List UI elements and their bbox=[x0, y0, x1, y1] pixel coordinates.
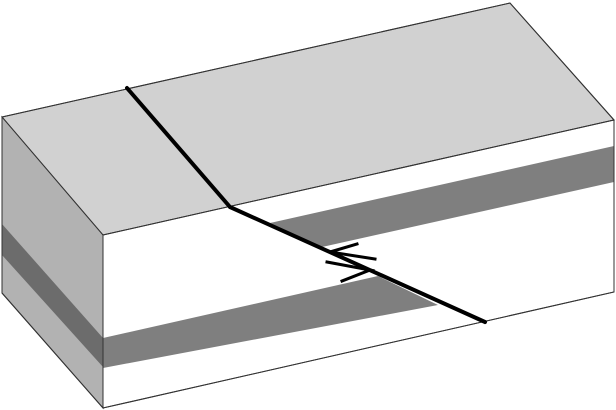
lower-shear-arrow-icon bbox=[325, 260, 376, 283]
footwall-layer bbox=[103, 276, 438, 368]
fault-trace-top bbox=[125, 86, 232, 209]
fault-trace-front bbox=[228, 205, 487, 324]
upper-shear-arrow-icon bbox=[329, 242, 377, 261]
block-front-edge bbox=[102, 119, 615, 236]
hanging-wall-layer bbox=[270, 146, 614, 247]
side-face-dark-layer bbox=[2, 224, 103, 367]
